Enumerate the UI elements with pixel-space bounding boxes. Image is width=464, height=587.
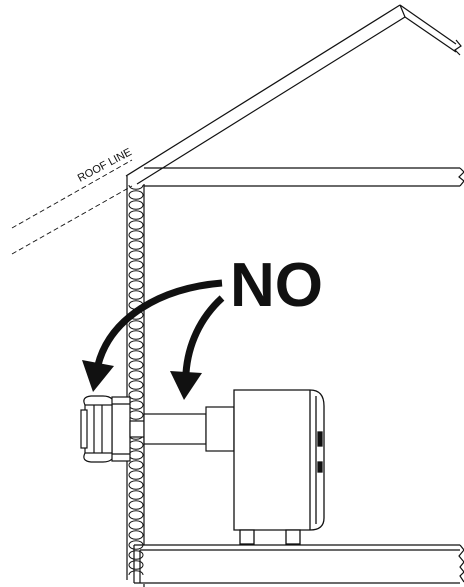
floor (133, 544, 464, 584)
wall-insulation (128, 185, 144, 575)
roof-line (11, 159, 133, 255)
no-warning-label: NO (230, 251, 323, 320)
roof-line-label: ROOF LINE (76, 146, 134, 184)
downward-curved-arrow-icon (82, 279, 223, 392)
downward-curved-arrow-icon (170, 295, 225, 400)
roof (125, 4, 462, 185)
heater-unit (233, 389, 325, 545)
vent-pipe (129, 406, 235, 452)
ceiling-joist (144, 167, 464, 187)
vent-termination-cap (80, 395, 131, 463)
